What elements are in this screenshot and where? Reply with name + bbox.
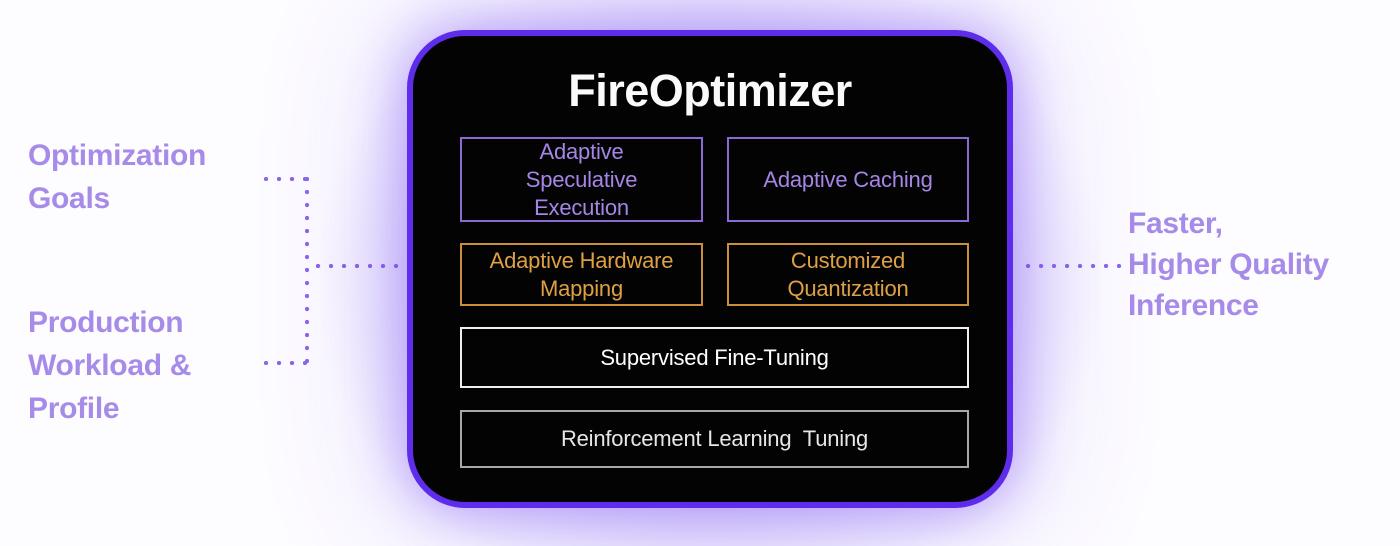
module-adaptive-hardware-mapping: Adaptive Hardware Mapping [460, 243, 703, 306]
module-supervised-fine-tuning: Supervised Fine-Tuning [460, 327, 969, 388]
dotted-connector-to-box [316, 264, 406, 268]
module-customized-quantization: Customized Quantization [727, 243, 969, 306]
label-optimization-goals: Optimization Goals [28, 139, 207, 215]
fireoptimizer-title: FireOptimizer [568, 65, 852, 116]
label-production-workload-profile: Production Workload & Profile [28, 306, 192, 425]
module-adaptive-caching: Adaptive Caching [727, 137, 969, 222]
module-adaptive-speculative-execution: Adaptive Speculative Execution [460, 137, 703, 222]
module-reinforcement-learning-tuning: Reinforcement Learning Tuning [460, 410, 969, 468]
fireoptimizer-box: FireOptimizer Adaptive Speculative Execu… [407, 30, 1013, 508]
dotted-connector-inference-output [1026, 264, 1122, 268]
label-faster-higher-quality-inference: Faster, Higher Quality Inference [1128, 207, 1329, 322]
